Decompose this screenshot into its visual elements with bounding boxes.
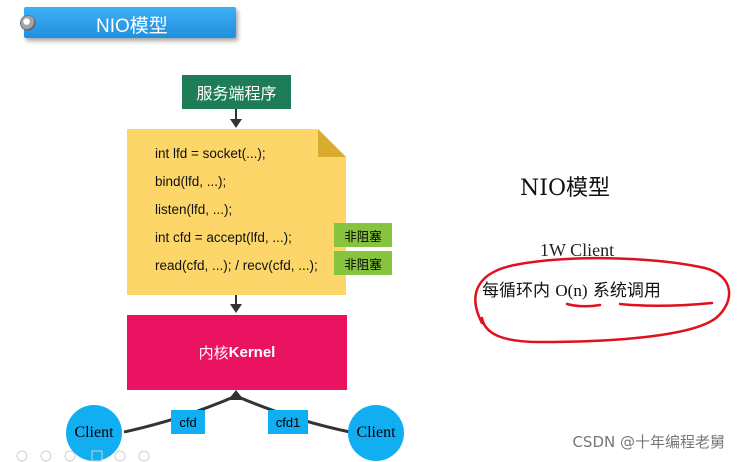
red-underline-complexity <box>565 302 602 308</box>
red-circle-annotation <box>474 256 731 344</box>
code-line-socket: int lfd = socket(...); <box>155 146 266 161</box>
pin-icon <box>20 15 36 31</box>
arrow-head-code-to-kernel <box>230 304 242 313</box>
watermark: CSDN @十年编程老舅 <box>572 433 725 451</box>
arrow-head-service-to-code <box>230 119 242 128</box>
more-icon <box>138 450 150 462</box>
kernel-prefix: 内核 <box>198 345 229 362</box>
slideshow-toolbar <box>16 450 150 462</box>
right-subtitle: 1W Client <box>540 240 615 260</box>
prev-slide-icon <box>16 450 28 462</box>
slide-title-tab: NIO模型 <box>24 7 236 38</box>
nonblocking-tag-read: 非阻塞 <box>334 251 392 275</box>
code-line-read: read(cfd, ...); / recv(cfd, ...); <box>155 258 318 273</box>
code-line-accept: int cfd = accept(lfd, ...); <box>155 230 292 245</box>
client-left: Client <box>66 405 122 461</box>
note-complexity: O(n) <box>555 281 588 300</box>
note-suffix: 系统调用 <box>587 281 661 301</box>
fd-label-cfd: cfd <box>171 410 205 434</box>
code-card-shape <box>127 129 346 295</box>
client-right: Client <box>348 405 404 461</box>
kernel-name: Kernel <box>228 344 276 361</box>
service-program-box: 服务端程序 <box>182 75 291 109</box>
note-prefix: 每循环内 <box>482 281 556 301</box>
zoom-icon <box>114 450 126 462</box>
code-card-fold <box>318 129 346 157</box>
next-slide-icon <box>40 450 52 462</box>
right-title: NIO模型 <box>520 176 610 201</box>
code-line-listen: listen(lfd, ...); <box>155 202 233 217</box>
fd-label-cfd1: cfd1 <box>268 410 308 434</box>
slide-title: NIO模型 <box>96 16 168 37</box>
grid-icon <box>91 450 103 462</box>
nonblocking-tag-accept: 非阻塞 <box>334 223 392 247</box>
pen-icon <box>64 450 76 462</box>
arrow-head-kernel <box>228 390 244 400</box>
right-note: 每循环内 O(n) 系统调用 <box>482 276 661 301</box>
red-underline-syscall <box>618 301 714 308</box>
code-line-bind: bind(lfd, ...); <box>155 174 227 189</box>
